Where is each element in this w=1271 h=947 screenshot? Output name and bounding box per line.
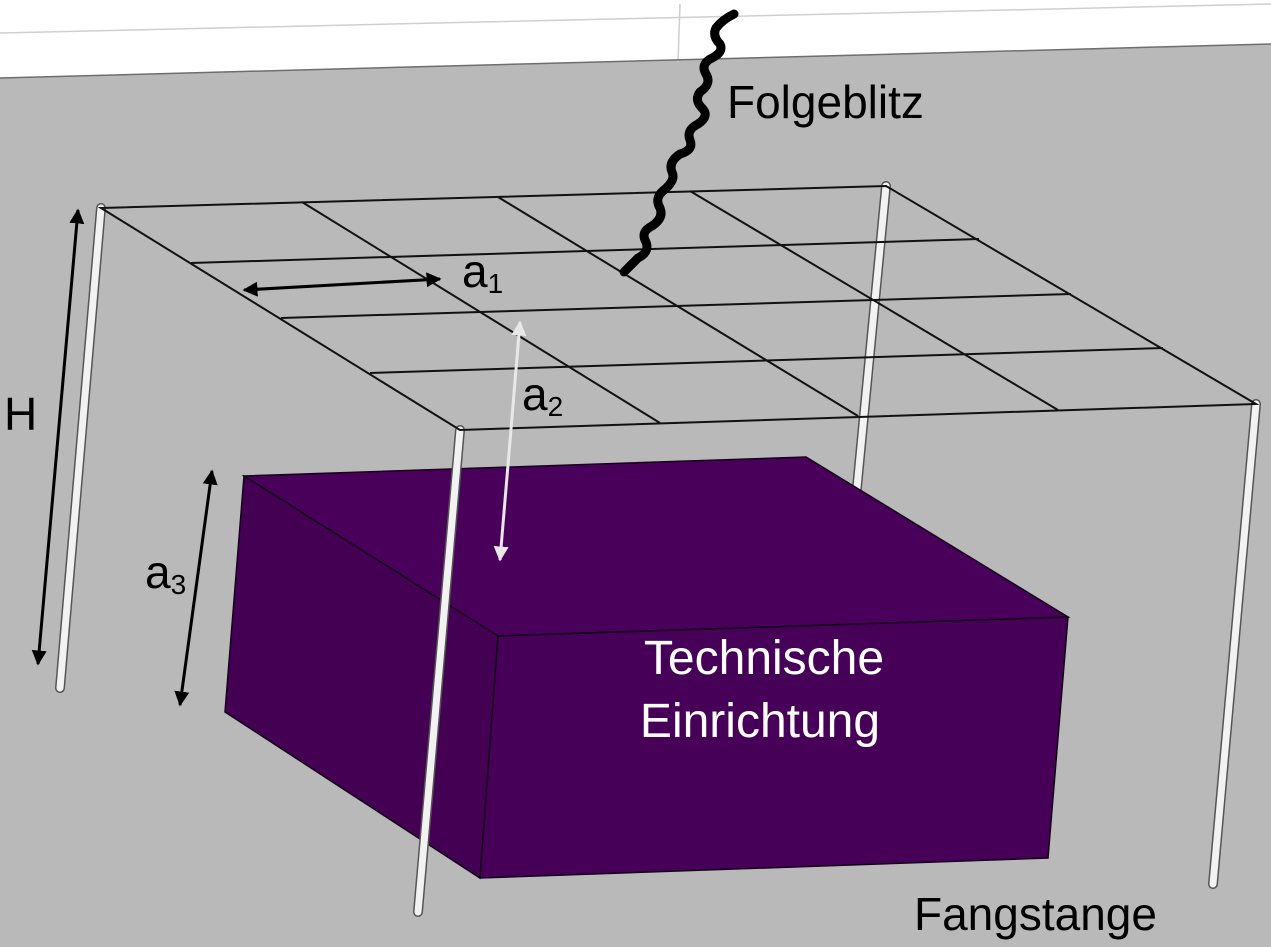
a2-arrow (493, 320, 527, 562)
paper-edge-line (0, 3, 1271, 34)
ground-edge-line (0, 43, 1271, 79)
lightning-bolt-icon (619, 9, 739, 277)
paper-edge-line-vertical (677, 3, 681, 63)
label-a1: a1 (462, 245, 503, 299)
air-termination-mesh (97, 184, 1260, 432)
box-front-face (479, 616, 1069, 879)
rod-front-left (413, 425, 465, 917)
a1-arrow (242, 272, 442, 297)
rod-front-right (1208, 399, 1261, 889)
label-h: H (4, 388, 37, 440)
h-arrow (31, 208, 85, 666)
label-a3: a3 (145, 546, 186, 600)
mesh-line (190, 238, 980, 264)
a3-arrow (174, 469, 218, 707)
label-a2: a2 (522, 368, 563, 422)
box-label-line1: Technische (644, 632, 884, 685)
label-fangstange: Fangstange (914, 888, 1157, 940)
mesh-line (280, 293, 1072, 319)
rod-back-right (851, 181, 891, 503)
box-label-line2: Einrichtung (640, 695, 880, 748)
label-folgeblitz: Folgeblitz (727, 76, 924, 128)
mesh-outline (97, 184, 1260, 432)
